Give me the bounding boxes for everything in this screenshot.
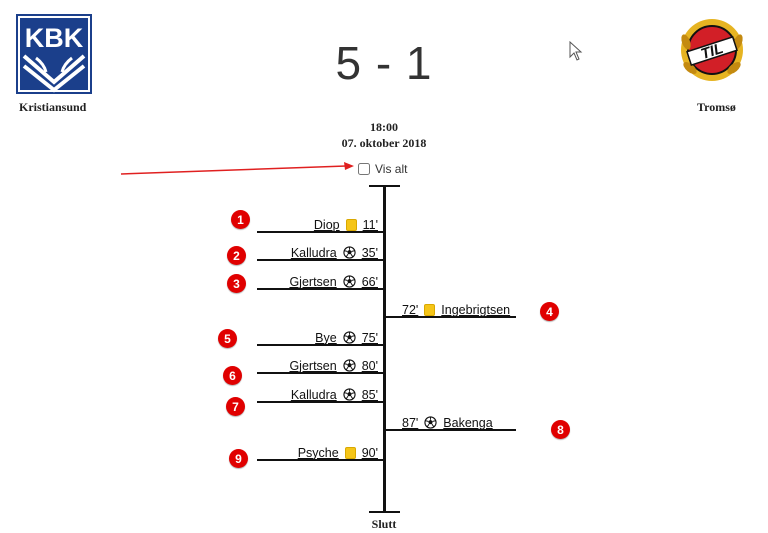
svg-text:TIL: TIL: [699, 40, 726, 63]
event-player: Diop: [313, 217, 340, 232]
timeline-event-5[interactable]: Bye 75': [257, 331, 383, 346]
end-label: Slutt: [371, 517, 397, 531]
event-number-badge: 2: [227, 246, 246, 265]
timeline-event-9[interactable]: Psyche 90': [257, 446, 383, 461]
goal-ball-icon: [343, 359, 356, 372]
show-all-label: Vis alt: [375, 162, 408, 176]
event-minute: 75': [361, 330, 378, 345]
timeline-event-1[interactable]: Diop 11': [257, 218, 383, 233]
event-player: Bakenga: [443, 415, 493, 430]
timeline-event-8[interactable]: 87' Bakenga: [386, 416, 516, 431]
goal-ball-icon: [343, 388, 356, 401]
event-player: Kalludra: [290, 387, 337, 402]
event-player: Psyche: [297, 445, 339, 460]
away-logo: TIL: [678, 12, 746, 96]
annotation-arrow-icon: [118, 160, 358, 185]
event-number-badge: 1: [231, 210, 250, 229]
match-score: 5 - 1: [335, 37, 433, 89]
timeline-axis: [383, 186, 386, 512]
timeline-bottom-cap: [369, 511, 400, 513]
yellow-card-icon: [345, 218, 357, 231]
away-team-name: Tromsø: [697, 100, 736, 114]
show-all-toggle[interactable]: Vis alt: [358, 162, 407, 176]
kickoff-time: 18:00: [370, 120, 398, 134]
timeline-event-7[interactable]: Kalludra 85': [257, 388, 383, 403]
event-minute: 90': [361, 445, 378, 460]
home-logo: KBK: [16, 14, 92, 94]
event-player: Gjertsen: [289, 274, 337, 289]
event-number-badge: 4: [540, 302, 559, 321]
timeline-event-6[interactable]: Gjertsen 80': [257, 359, 383, 374]
event-minute: 87': [402, 415, 419, 430]
home-team-name: Kristiansund: [19, 100, 87, 114]
event-number-badge: 5: [218, 329, 237, 348]
svg-text:KBK: KBK: [25, 23, 84, 53]
goal-ball-icon: [343, 246, 356, 259]
event-minute: 85': [361, 387, 378, 402]
yellow-card-icon: [424, 303, 436, 316]
mouse-cursor-icon: [569, 40, 583, 66]
event-minute: 80': [361, 358, 378, 373]
event-number-badge: 8: [551, 420, 570, 439]
timeline-event-2[interactable]: Kalludra 35': [257, 246, 383, 261]
event-player: Bye: [315, 330, 337, 345]
event-minute: 66': [361, 274, 378, 289]
til-crest-icon: TIL: [681, 19, 743, 81]
event-player: Ingebrigtsen: [441, 302, 511, 317]
timeline-event-3[interactable]: Gjertsen 66': [257, 275, 383, 290]
event-number-badge: 6: [223, 366, 242, 385]
show-all-checkbox[interactable]: [358, 163, 370, 175]
goal-ball-icon: [424, 416, 437, 429]
event-number-badge: 9: [229, 449, 248, 468]
event-player: Gjertsen: [289, 358, 337, 373]
kbk-crest-icon: KBK: [16, 14, 92, 94]
yellow-card-icon: [344, 446, 356, 459]
event-number-badge: 3: [227, 274, 246, 293]
goal-ball-icon: [343, 275, 356, 288]
event-minute: 72': [402, 302, 419, 317]
event-minute: 11': [362, 217, 378, 232]
goal-ball-icon: [343, 331, 356, 344]
event-minute: 35': [361, 245, 378, 260]
timeline-event-4[interactable]: 72' Ingebrigtsen: [386, 303, 516, 318]
event-player: Kalludra: [290, 245, 337, 260]
kickoff-date: 07. oktober 2018: [341, 136, 427, 150]
event-number-badge: 7: [226, 397, 245, 416]
